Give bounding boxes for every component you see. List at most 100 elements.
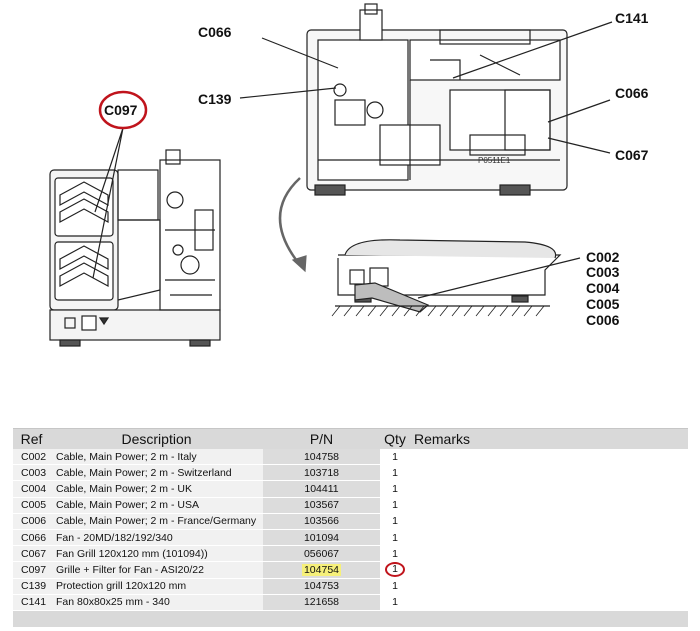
exploded-view-diagram: C097 C066 C139 C141 C066 C067 P0511E1 C0…	[49, 3, 649, 347]
header-remarks: Remarks	[410, 428, 688, 449]
cell-remarks	[410, 594, 688, 611]
cell-ref: C097	[13, 561, 50, 579]
cell-ref-text: C141	[21, 596, 47, 609]
cell-qty: 1	[380, 529, 410, 547]
cell-qty: 1	[380, 513, 410, 530]
table-row: C002 Cable, Main Power; 2 m - Italy 104758…	[13, 449, 688, 466]
rear-view-drawing	[49, 149, 221, 347]
table-row: C006 Cable, Main Power; 2 m - France/Germ…	[13, 513, 688, 530]
cell-description: Cable, Main Power; 2 m - UK	[50, 480, 263, 498]
cell-description-text: Grille + Filter for Fan - ASI20/22	[56, 563, 204, 576]
cell-description-text: Fan - 20MD/182/192/340	[56, 531, 173, 544]
cell-description: Protection grill 120x120 mm	[50, 578, 263, 595]
cell-qty: 1	[380, 449, 410, 466]
cell-pn: 056067	[263, 545, 380, 563]
cell-ref-text: C066	[21, 531, 47, 544]
table-row: C067 Fan Grill 120x120 mm (101094)) 056067…	[13, 545, 688, 563]
callout-c066-top: C066	[198, 24, 232, 40]
cell-description-text: Cable, Main Power; 2 m - Italy	[56, 450, 197, 463]
cell-pn: 104411	[263, 480, 380, 498]
cell-description: Cable, Main Power; 2 m - Switzerland	[50, 464, 263, 482]
cell-description-text: Cable, Main Power; 2 m - UK	[56, 482, 192, 495]
header-description: Description	[50, 428, 263, 449]
cell-ref: C141	[13, 594, 50, 611]
cell-qty: 1	[380, 578, 410, 595]
cell-qty: 1	[380, 561, 410, 579]
power-inlet-detail-drawing	[331, 239, 581, 317]
table-row: C139 Protection grill 120x120 mm 104753 1	[13, 578, 688, 595]
cell-description: Cable, Main Power; 2 m - USA	[50, 497, 263, 514]
cell-description: Fan 80x80x25 mm - 340	[50, 594, 263, 611]
cell-description: Cable, Main Power; 2 m - Italy	[50, 449, 263, 466]
cell-pn: 103567	[263, 497, 380, 514]
cell-remarks	[410, 497, 688, 514]
cell-qty-text: 1	[392, 547, 398, 560]
cell-ref-text: C003	[21, 466, 47, 479]
cell-description-text: Fan Grill 120x120 mm (101094))	[56, 547, 208, 560]
table-row: C003 Cable, Main Power; 2 m - Switzerland…	[13, 464, 688, 482]
cell-ref-text: C005	[21, 499, 47, 512]
cell-pn-text: 121658	[303, 596, 340, 609]
callout-c002: C002	[586, 249, 620, 265]
callout-c004: C004	[586, 280, 620, 296]
callout-c141: C141	[615, 10, 649, 26]
cell-ref: C005	[13, 497, 50, 514]
cell-remarks	[410, 545, 688, 563]
cell-description: Fan - 20MD/182/192/340	[50, 529, 263, 547]
cell-ref: C004	[13, 480, 50, 498]
cell-ref-text: C097	[21, 563, 47, 576]
cell-qty: 1	[380, 545, 410, 563]
c097-highlight-circle	[98, 90, 148, 130]
callout-c067: C067	[615, 147, 649, 163]
header-ref: Ref	[13, 428, 50, 449]
cell-description: Fan Grill 120x120 mm (101094))	[50, 545, 263, 563]
cell-ref-text: C067	[21, 547, 47, 560]
cell-qty-text: 1	[392, 499, 398, 512]
cell-remarks	[410, 578, 688, 595]
cell-description-text: Cable, Main Power; 2 m - France/Germany	[56, 515, 257, 528]
cell-pn-text: 103718	[303, 466, 340, 479]
cell-qty-text: 1	[392, 466, 398, 479]
cell-qty-text: 1	[392, 596, 398, 609]
cell-qty: 1	[380, 464, 410, 482]
cell-ref: C066	[13, 529, 50, 547]
callout-c139: C139	[198, 91, 232, 107]
cell-pn-text: 056067	[303, 547, 340, 560]
cell-qty: 1	[380, 497, 410, 514]
cell-ref: C006	[13, 513, 50, 530]
header-pn: P/N	[263, 428, 380, 449]
cell-remarks	[410, 561, 688, 579]
cell-description-text: Protection grill 120x120 mm	[56, 580, 187, 593]
interior-view-drawing	[306, 3, 568, 196]
header-qty: Qty	[380, 428, 410, 449]
cell-remarks	[410, 480, 688, 498]
cell-pn: 104758	[263, 449, 380, 466]
cell-ref: C002	[13, 449, 50, 466]
cell-pn-text: 104754	[301, 563, 342, 576]
cell-pn: 121658	[263, 594, 380, 611]
cell-pn: 101094	[263, 529, 380, 547]
cell-qty-text: 1	[392, 580, 398, 593]
cell-pn: 104754	[263, 561, 380, 579]
cell-qty: 1	[380, 480, 410, 498]
cell-pn-text: 103567	[303, 499, 340, 512]
cell-ref-text: C139	[21, 580, 47, 593]
cell-pn-text: 104753	[303, 580, 340, 593]
cell-ref: C139	[13, 578, 50, 595]
cell-qty-text: 1	[392, 515, 398, 528]
cell-remarks	[410, 513, 688, 530]
cell-description-text: Cable, Main Power; 2 m - Switzerland	[56, 466, 232, 479]
table-header-row: Ref Description P/N Qty Remarks	[13, 428, 688, 449]
cell-pn: 104753	[263, 578, 380, 595]
table-row: C097 Grille + Filter for Fan - ASI20/22 10…	[13, 561, 688, 579]
callout-c066-right: C066	[615, 85, 649, 101]
cell-ref-text: C002	[21, 450, 47, 463]
cell-qty-text: 1	[392, 450, 398, 463]
cell-remarks	[410, 464, 688, 482]
cell-description: Grille + Filter for Fan - ASI20/22	[50, 561, 263, 579]
cell-qty-text: 1	[385, 562, 405, 578]
cell-ref-text: C004	[21, 482, 47, 495]
